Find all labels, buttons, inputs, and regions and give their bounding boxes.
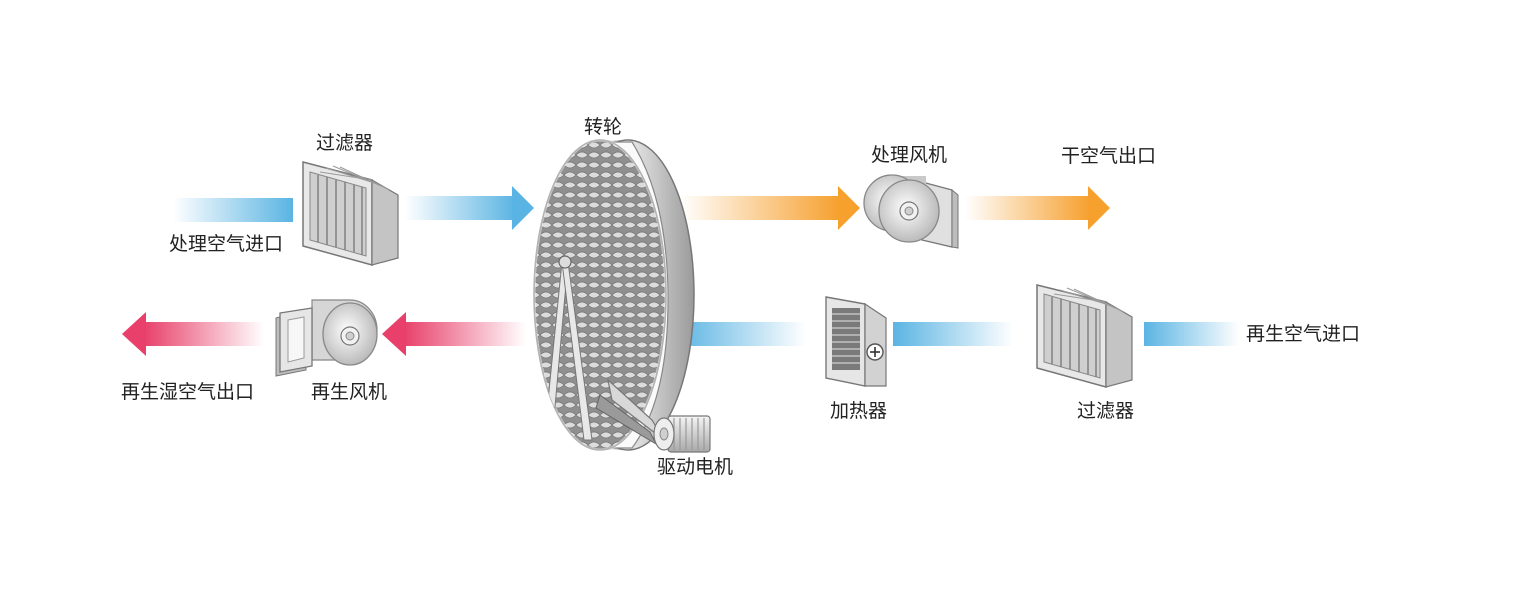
dry-air-outlet-arrow bbox=[965, 186, 1110, 230]
process-fan-label: 处理风机 bbox=[871, 144, 948, 166]
filter-bottom-icon bbox=[1036, 284, 1133, 388]
rotor-label: 转轮 bbox=[584, 116, 623, 138]
process-fan-icon bbox=[863, 174, 959, 249]
regen-air-band bbox=[893, 322, 1013, 346]
process-air-inlet-band bbox=[173, 198, 293, 222]
drive-motor-icon bbox=[595, 378, 711, 453]
regen-hot-air-band bbox=[676, 322, 806, 346]
filter-top-icon bbox=[302, 161, 399, 266]
filter-bottom-label: 过滤器 bbox=[1077, 400, 1135, 422]
dry-air-arrow bbox=[680, 186, 860, 230]
filter-top-label: 过滤器 bbox=[316, 132, 374, 154]
heater-icon bbox=[825, 296, 887, 387]
regen-fan-label: 再生风机 bbox=[311, 381, 388, 403]
regen-air-inlet-label: 再生空气进口 bbox=[1246, 323, 1361, 345]
regen-fan-icon bbox=[275, 299, 378, 377]
process-air-inlet-label: 处理空气进口 bbox=[169, 233, 284, 255]
regen-humid-outlet-arrow bbox=[122, 312, 264, 356]
dry-air-outlet-label: 干空气出口 bbox=[1061, 145, 1157, 167]
heater-label: 加热器 bbox=[830, 400, 888, 422]
rotor-wheel-icon bbox=[532, 138, 695, 452]
drive-motor-label: 驱动电机 bbox=[657, 456, 734, 478]
regen-air-inlet-band bbox=[1144, 322, 1239, 346]
process-air-arrow bbox=[405, 186, 534, 230]
regen-wet-air-arrow bbox=[382, 312, 526, 356]
regen-humid-outlet-label: 再生湿空气出口 bbox=[121, 381, 255, 403]
